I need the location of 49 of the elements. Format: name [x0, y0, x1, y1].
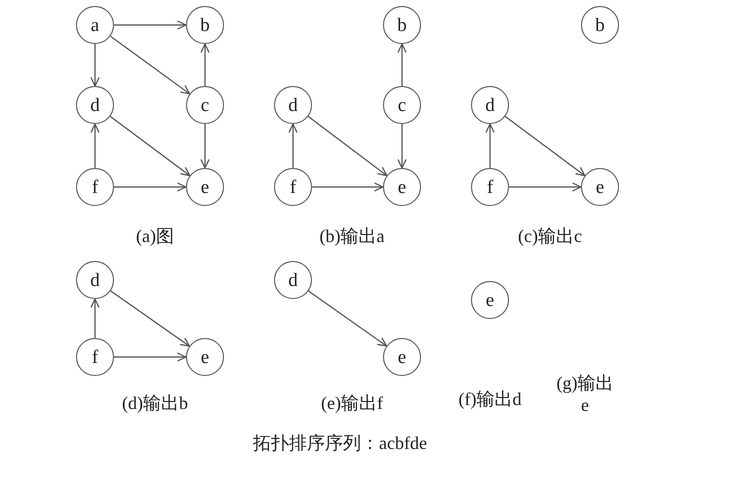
panel-caption: (g)输出 e	[556, 372, 614, 416]
vertex-circle: e	[186, 168, 224, 206]
vertex-circle: e	[471, 281, 509, 319]
arrow	[110, 116, 190, 176]
panel-caption: (f)输出d	[458, 388, 522, 410]
arrow	[200, 43, 210, 86]
arrow	[308, 116, 388, 176]
panel-caption: (e)输出f	[321, 392, 383, 414]
arrow	[200, 124, 210, 169]
panel-caption: (b)输出a	[320, 225, 384, 247]
arrow	[110, 290, 190, 347]
vertex-circle: d	[471, 86, 509, 124]
vertex-circle: f	[274, 168, 312, 206]
arrow	[485, 123, 495, 168]
vertex-circle: d	[76, 261, 114, 299]
arrow	[308, 290, 388, 347]
vertex-circle: b	[186, 6, 224, 44]
arrow	[114, 182, 187, 192]
arrow	[312, 182, 384, 192]
arrow	[288, 123, 298, 168]
vertex-circle: d	[274, 261, 312, 299]
arrow	[397, 43, 407, 86]
vertex-circle: e	[383, 168, 421, 206]
vertex-circle: f	[471, 168, 509, 206]
arrow	[90, 123, 100, 168]
vertex-circle: a	[76, 6, 114, 44]
arrow	[114, 20, 187, 30]
panel-caption: (a)图	[136, 225, 174, 247]
arrow	[509, 182, 582, 192]
vertex-circle: f	[76, 338, 114, 376]
arrow	[110, 36, 190, 94]
arrow	[114, 352, 187, 362]
vertex-circle: e	[383, 338, 421, 376]
vertex-circle: b	[383, 6, 421, 44]
arrow	[504, 116, 586, 176]
arrow	[90, 298, 100, 338]
vertex-circle: c	[383, 86, 421, 124]
vertex-circle: e	[581, 168, 619, 206]
vertex-circle: c	[186, 86, 224, 124]
vertex-circle: f	[76, 168, 114, 206]
vertex-circle: b	[581, 6, 619, 44]
vertex-circle: e	[186, 338, 224, 376]
arrow	[397, 124, 407, 169]
vertex-circle: d	[76, 86, 114, 124]
result-caption: 拓扑排序序列：acbfde	[253, 432, 427, 454]
panel-caption: (d)输出b	[122, 392, 188, 414]
panel-caption: (c)输出c	[518, 225, 582, 247]
vertex-circle: d	[274, 86, 312, 124]
arrow	[90, 44, 100, 87]
